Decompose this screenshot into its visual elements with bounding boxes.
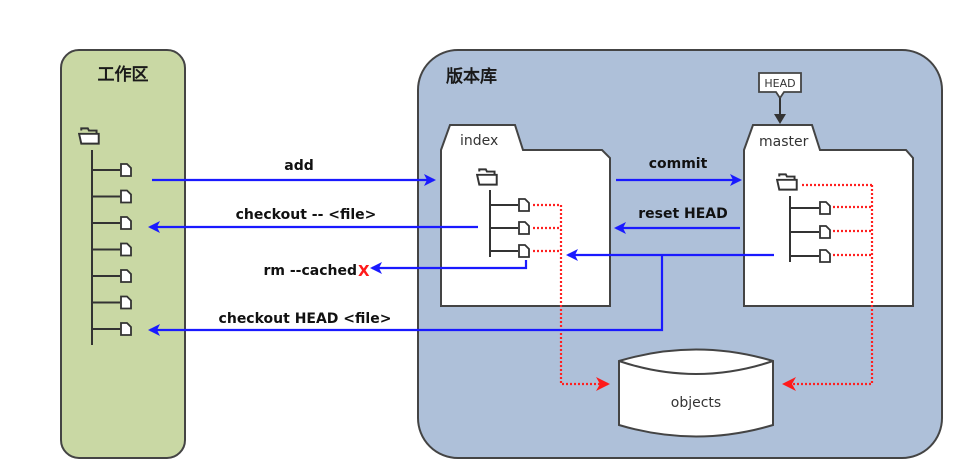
workspace-file-icon: [120, 295, 132, 310]
objects-label: objects: [671, 395, 721, 411]
rm-cached-command-label: rm --cached: [263, 263, 357, 279]
workspace-file-icon: [120, 216, 132, 230]
workspace-file-icon: [120, 163, 132, 177]
rm-cached-arrow: [370, 260, 528, 274]
master-file-list: [790, 201, 831, 263]
reset-head-command-label: reset HEAD: [638, 206, 728, 222]
workspace-file-icon: [120, 242, 132, 257]
head-pointer: HEAD: [758, 72, 802, 124]
master-file-icon: [819, 225, 831, 239]
master-file-icon: [819, 249, 831, 263]
workspace-file-icon: [120, 322, 132, 336]
index-stage: index: [440, 124, 611, 307]
workspace-file-list: [92, 163, 132, 336]
rm-cached-x-mark: X: [358, 262, 370, 280]
index-file-icon: [518, 221, 530, 235]
checkout-head-file-arrow: [148, 255, 664, 336]
index-to-objects-links: [533, 203, 610, 391]
master-branch: master: [743, 124, 914, 307]
workspace-title: 工作区: [98, 64, 149, 85]
master-file-icon: [819, 201, 831, 215]
master-label: master: [759, 134, 809, 150]
checkout-file-command-label: checkout -- <file>: [236, 207, 377, 223]
master-to-objects-links: [782, 183, 874, 391]
checkout-head-file-command-label: checkout HEAD <file>: [219, 311, 392, 327]
workspace-panel: 工作区: [60, 49, 186, 459]
head-arrow-icon: [774, 114, 786, 124]
workspace-file-icon: [120, 269, 132, 283]
add-command-label: add: [284, 158, 314, 174]
index-file-icon: [518, 198, 530, 212]
repository-title: 版本库: [446, 66, 497, 87]
command-arrows: [148, 174, 774, 336]
index-file-list: [490, 198, 530, 258]
head-label: HEAD: [764, 77, 795, 90]
workspace-file-icon: [120, 189, 132, 204]
index-label: index: [460, 133, 498, 149]
index-file-icon: [518, 244, 530, 258]
commit-command-label: commit: [649, 156, 708, 172]
objects-database: objects: [618, 348, 774, 438]
